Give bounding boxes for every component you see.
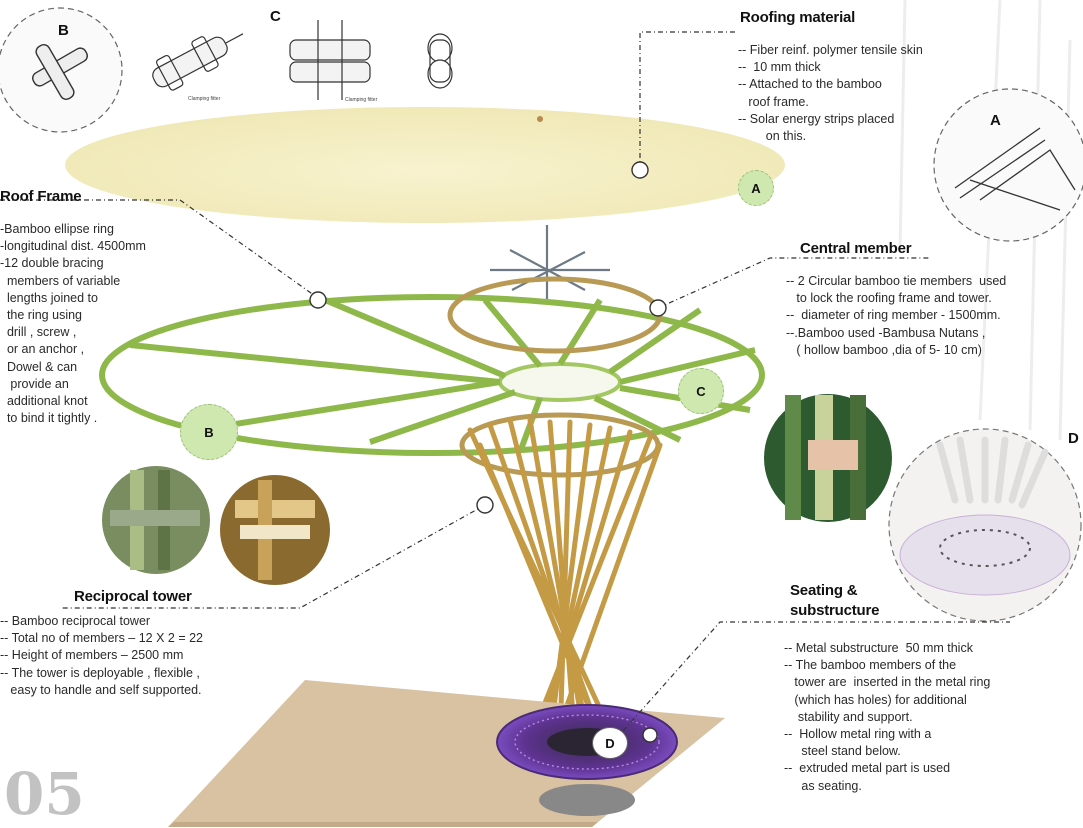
seating-notes: -- Metal substructure 50 mm thick -- The… <box>784 640 990 795</box>
sketch-caption: Clamping fitter <box>188 96 221 102</box>
note-line: -- diameter of ring member - 1500mm. <box>786 308 1001 323</box>
note-line: additional knot <box>0 394 88 409</box>
note-line: easy to handle and self supported. <box>0 682 202 697</box>
marker-d: D <box>592 727 628 759</box>
note-line: -- Fiber reinf. polymer tensile skin <box>738 43 923 57</box>
central-mast <box>490 225 610 300</box>
note-line: drill , screw , <box>0 325 77 340</box>
note-line: -- Height of members – 2500 mm <box>0 648 184 663</box>
detail-label-d: D <box>1068 430 1079 447</box>
detail-label-a: A <box>990 112 1001 129</box>
seating-ring <box>496 704 678 816</box>
note-line: -- Bamboo reciprocal tower <box>0 614 151 628</box>
detail-label-c: C <box>270 8 281 25</box>
detail-d-render <box>888 428 1082 622</box>
sketch-caption: Clamping fitter <box>345 97 378 103</box>
central-member-heading: Central member <box>800 240 912 257</box>
roof-frame-notes: -Bamboo ellipse ring -longitudinal dist.… <box>0 221 146 427</box>
marker-a: A <box>738 170 774 206</box>
note-line: the ring using <box>0 308 82 323</box>
note-line: to lock the roofing frame and tower. <box>786 291 992 306</box>
roof-frame-heading: Roof Frame <box>0 188 82 205</box>
note-line: -- extruded metal part is used <box>784 761 951 776</box>
reciprocal-tower-notes: -- Bamboo reciprocal tower -- Total no o… <box>0 613 203 699</box>
note-line: as seating. <box>784 778 862 793</box>
note-line: or an anchor , <box>0 342 85 357</box>
note-line: -- Total no of members – 12 X 2 = 22 <box>0 631 204 646</box>
seating-heading-line: substructure <box>790 602 880 619</box>
joint-photos <box>102 394 892 585</box>
note-line: to bind it tightly . <box>0 411 98 426</box>
detail-a-sketch <box>933 88 1083 242</box>
note-line: -12 double bracing <box>0 256 104 271</box>
note-line: -- Hollow metal ring with a <box>784 727 932 742</box>
reciprocal-tower <box>467 417 663 743</box>
detail-b-sketch <box>0 7 123 133</box>
detail-c-sketches <box>152 20 453 100</box>
note-line: -- The tower is deployable , flexible , <box>0 665 200 680</box>
page-number: 05 <box>4 760 85 828</box>
note-line: Dowel & can <box>0 359 78 374</box>
note-line: provide an <box>0 376 69 391</box>
note-line: -- Metal substructure 50 mm thick <box>784 641 973 655</box>
note-line: roof frame. <box>738 94 809 109</box>
seating-heading-line: Seating & <box>790 582 858 599</box>
note-line: -longitudinal dist. 4500mm <box>0 239 146 254</box>
note-line: -- 2 Circular bamboo tie members used <box>786 274 1007 288</box>
central-member-notes: -- 2 Circular bamboo tie members used to… <box>786 273 1006 359</box>
marker-b: B <box>180 404 238 460</box>
note-line: ( hollow bamboo ,dia of 5- 10 cm) <box>786 342 982 357</box>
note-line: on this. <box>738 129 807 144</box>
detail-label-b: B <box>58 22 69 39</box>
roofing-notes: -- Fiber reinf. polymer tensile skin -- … <box>738 42 923 145</box>
roof-skin <box>65 107 785 223</box>
seating-heading: Seating & substructure <box>790 581 879 621</box>
note-line: lengths joined to <box>0 290 98 305</box>
note-line: members of variable <box>0 273 121 288</box>
note-line: steel stand below. <box>784 744 901 759</box>
reciprocal-tower-heading: Reciprocal tower <box>74 588 192 605</box>
roofing-heading: Roofing material <box>740 9 856 26</box>
marker-c: C <box>678 368 724 414</box>
leader-lines <box>0 31 1010 741</box>
note-line: --.Bamboo used -Bambusa Nutans , <box>786 325 986 340</box>
note-line: -- The bamboo members of the <box>784 658 957 673</box>
note-line: stability and support. <box>784 709 913 724</box>
note-line: tower are inserted in the metal ring <box>784 675 991 690</box>
note-line: -Bamboo ellipse ring <box>0 222 114 236</box>
note-line: -- Attached to the bamboo <box>738 77 882 92</box>
note-line: (which has holes) for additional <box>784 692 967 707</box>
note-line: -- 10 mm thick <box>738 60 821 75</box>
note-line: -- Solar energy strips placed <box>738 111 895 126</box>
